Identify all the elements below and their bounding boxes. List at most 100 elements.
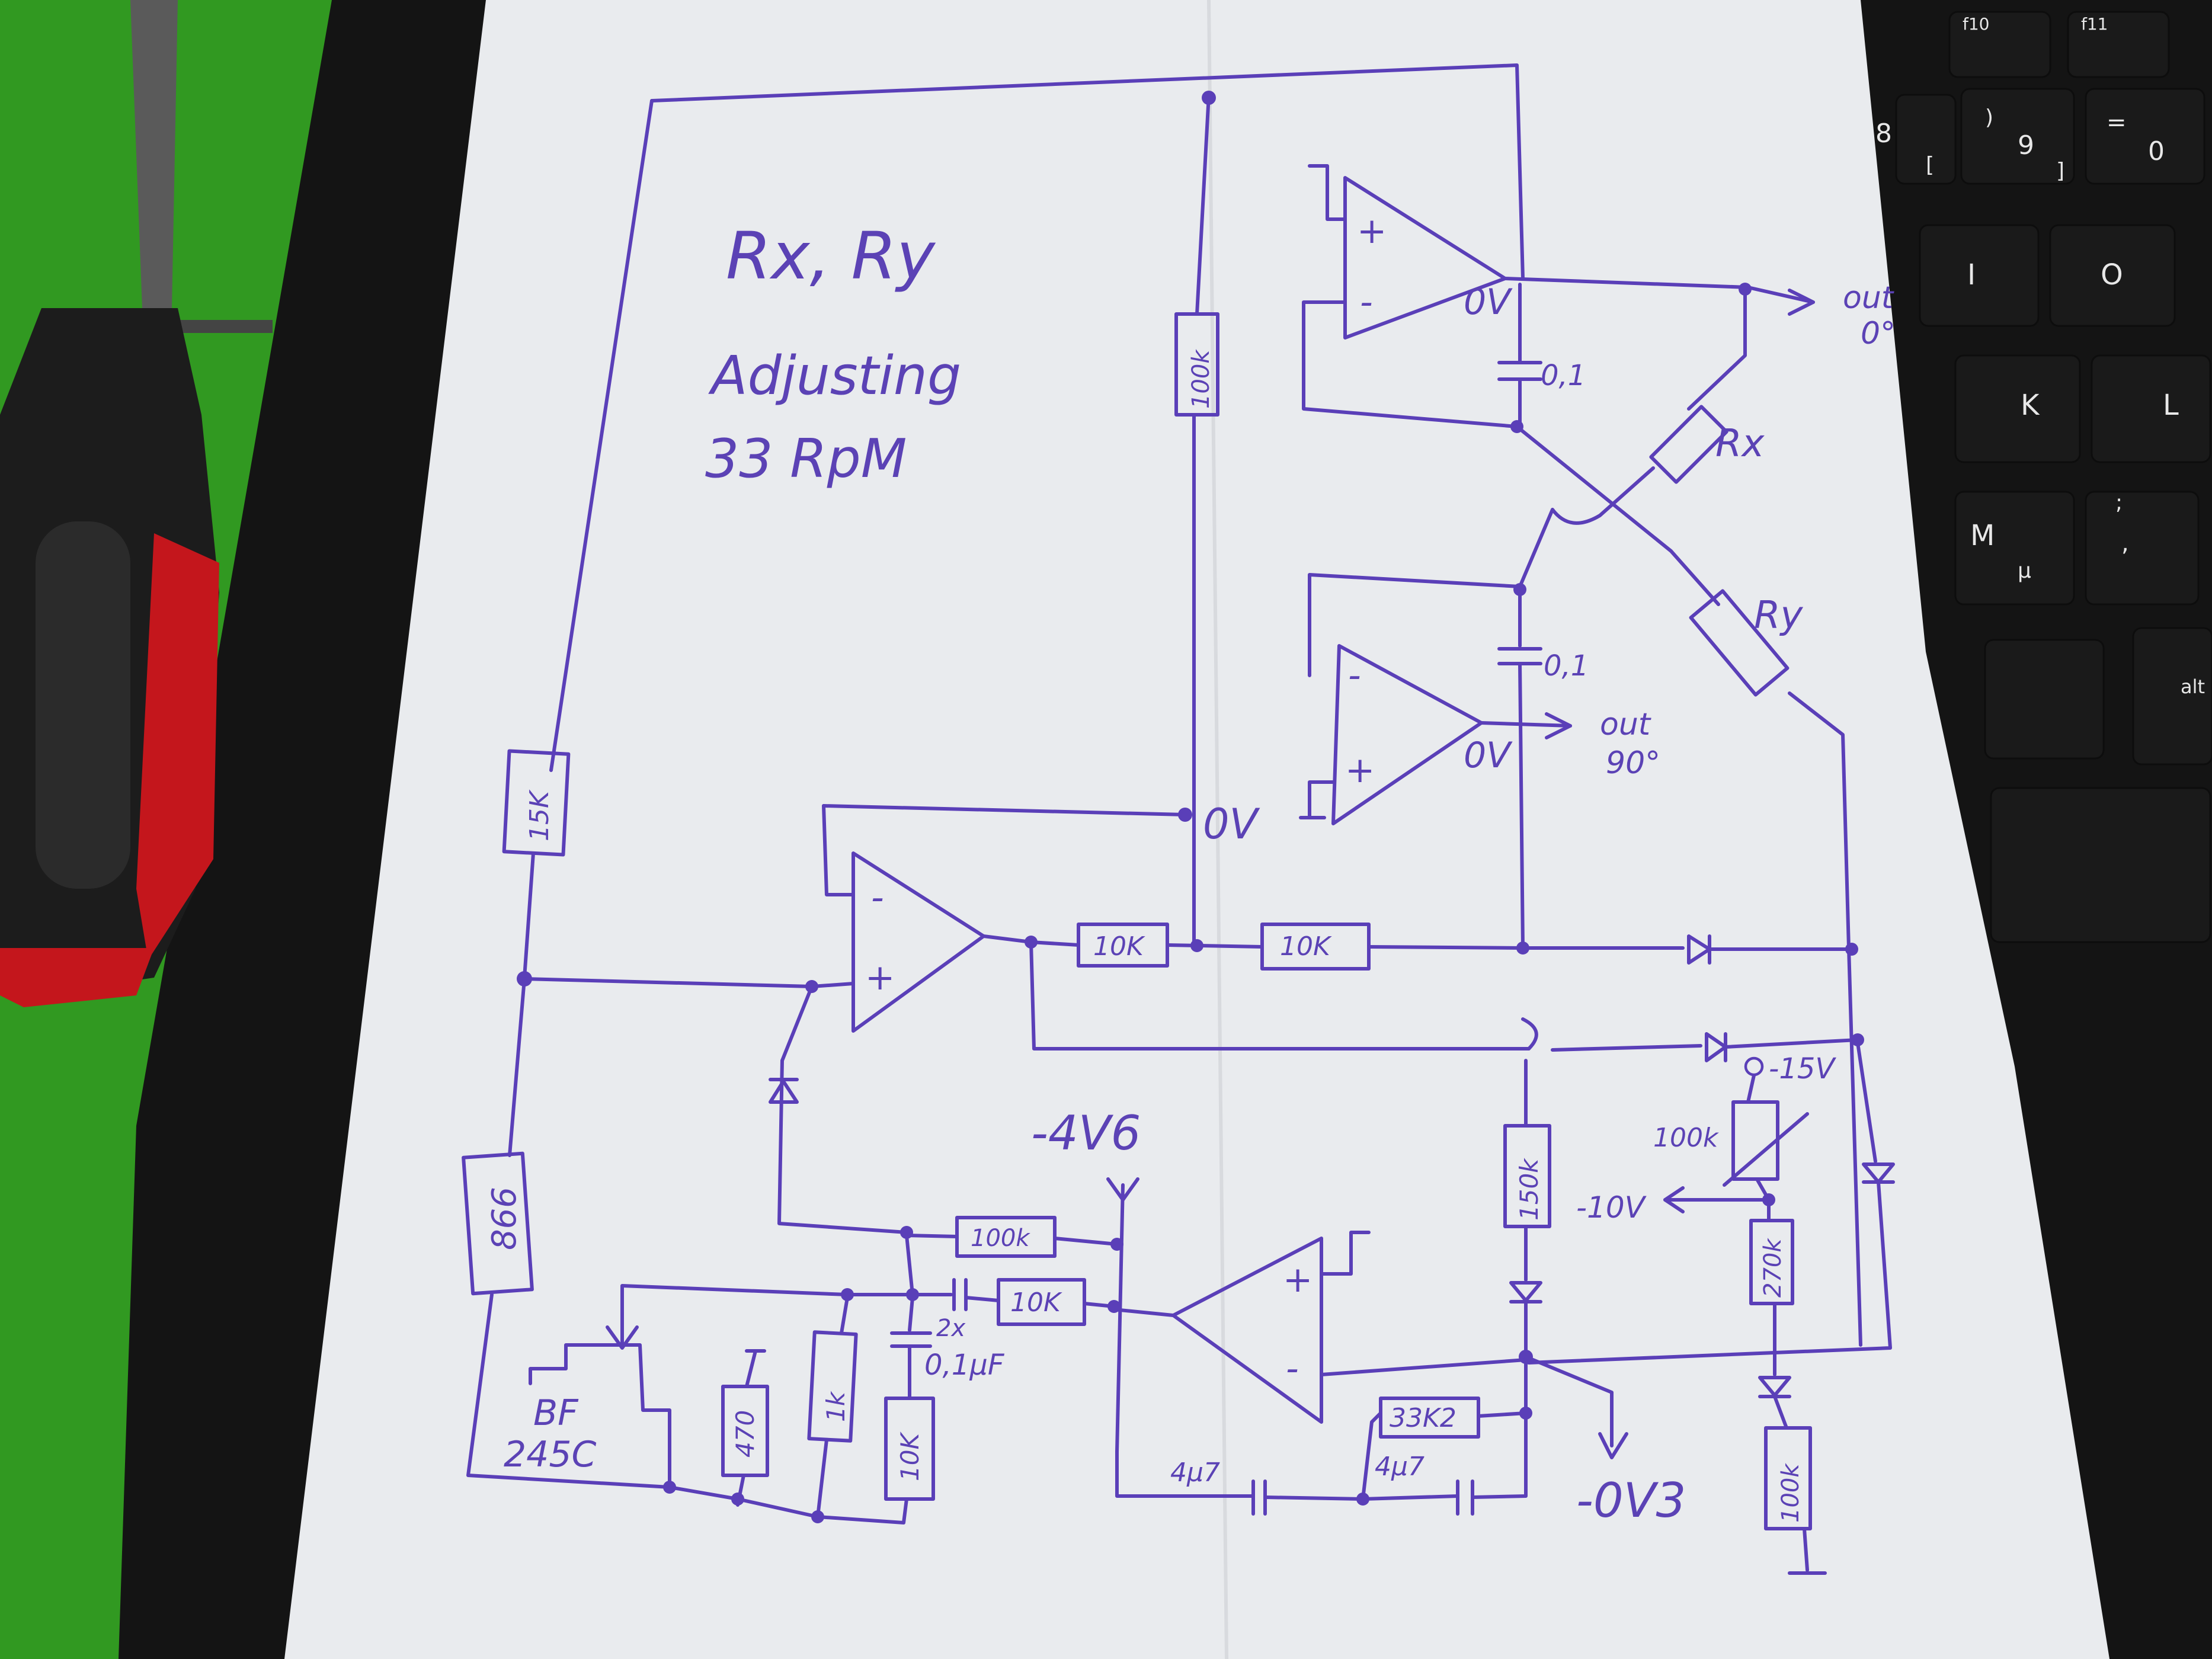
resistor-100k-top bbox=[1174, 312, 1219, 417]
node-10k-mid bbox=[1190, 939, 1203, 952]
label-fet-b: 245C bbox=[504, 1434, 597, 1475]
arrow-fet-gate bbox=[606, 1325, 639, 1350]
note-adjusting: Adjusting bbox=[708, 345, 961, 407]
wire-10k-d-down bbox=[816, 1497, 908, 1525]
node-right-3 bbox=[1851, 1033, 1864, 1046]
key-comma-label: , bbox=[2121, 530, 2129, 557]
pot-100k-label: 100k bbox=[1653, 1123, 1719, 1153]
note-33rpm: 33 RpM bbox=[705, 428, 907, 490]
wire-10k-mid bbox=[1166, 943, 1264, 949]
pot-wiper bbox=[1723, 1112, 1809, 1187]
opamp-top bbox=[1343, 176, 1507, 340]
resistor-866-label: 866 bbox=[485, 1187, 524, 1250]
key-M bbox=[1954, 491, 2075, 606]
arrow-neg10v bbox=[1663, 1186, 1685, 1213]
key-9-sub2: ] bbox=[2056, 159, 2064, 183]
resistor-10k-d-label: 10K bbox=[895, 1431, 924, 1481]
resistor-ry bbox=[1689, 589, 1790, 697]
node-pot bbox=[1762, 1193, 1775, 1206]
opamp-lower-minus: - bbox=[1286, 1348, 1299, 1389]
laptop-keyboard: f10 f11 8 9 ) [ 0 = ] I O K L M µ ; , al… bbox=[1875, 11, 2212, 943]
node-fet-bottom bbox=[663, 1481, 676, 1494]
wire-866-top bbox=[508, 977, 526, 1157]
key-dark-2 bbox=[1990, 787, 2211, 943]
key-K-label: K bbox=[2021, 389, 2040, 422]
diode-3 bbox=[1862, 1162, 1895, 1184]
opamp-central-minus: - bbox=[871, 877, 884, 918]
wire-to-diode-2 bbox=[1551, 1044, 1702, 1052]
label-15v: -15V bbox=[1769, 1052, 1836, 1085]
wire-coupling bbox=[620, 1284, 914, 1296]
wire-470-top bbox=[745, 1349, 757, 1388]
wire-right-bottom bbox=[1527, 1180, 1892, 1365]
opamp-top-minus: - bbox=[1360, 281, 1373, 323]
resistor-100k-top-label: 100k bbox=[1187, 349, 1215, 409]
key-M-sub: µ bbox=[2018, 559, 2031, 583]
key-L-label: L bbox=[2163, 389, 2179, 422]
key-alt bbox=[2132, 627, 2212, 766]
opamp-mid-minus: - bbox=[1348, 655, 1361, 696]
wire-opamp-mid-plus bbox=[1308, 780, 1335, 819]
key-M-label: M bbox=[1970, 519, 1995, 552]
wire-100k-mid-a bbox=[905, 1234, 959, 1238]
cap-pair-value: 0,1µF bbox=[924, 1349, 1005, 1382]
wire-rx-top bbox=[1687, 289, 1747, 411]
cap-top-label: 0,1 bbox=[1541, 359, 1586, 392]
key-alt-label: alt bbox=[2181, 675, 2205, 698]
wire-cap-pair-right bbox=[964, 1296, 1000, 1302]
resistor-15k-label: 15K bbox=[524, 789, 555, 841]
label-ry: Ry bbox=[1754, 594, 1803, 638]
resistor-10k-c-label: 10K bbox=[1010, 1288, 1062, 1318]
wire-rx-cross bbox=[1518, 466, 1655, 588]
wire-opamp-lower-minus bbox=[1320, 1358, 1528, 1376]
key-I bbox=[1919, 224, 2040, 327]
key-f11 bbox=[2067, 11, 2170, 78]
wire-mid-to-coupling bbox=[905, 1234, 914, 1296]
wire-100k-bot-down bbox=[1803, 1527, 1809, 1572]
key-0-label: 0 bbox=[2148, 136, 2165, 166]
wire-ry-top bbox=[1515, 425, 1720, 606]
diode-6 bbox=[769, 1080, 799, 1104]
paper-sheet bbox=[284, 0, 2109, 1659]
screwdriver-red-end bbox=[0, 948, 154, 1007]
wire-cap4u7-right bbox=[1471, 1408, 1528, 1499]
arrow-neg0v3 bbox=[1598, 1432, 1628, 1459]
key-0-sub: = bbox=[2107, 109, 2127, 136]
resistor-10k-d bbox=[884, 1397, 935, 1501]
wire-diode-left bbox=[777, 1059, 908, 1234]
fet-body bbox=[529, 1343, 671, 1489]
wire-top-rail bbox=[650, 63, 1525, 280]
screwdriver-shaft bbox=[130, 0, 178, 308]
wire-10k-c-out bbox=[1083, 1302, 1116, 1308]
wire-15k-down bbox=[523, 851, 535, 979]
screwdriver-red-grip bbox=[136, 533, 219, 960]
node-top bbox=[1202, 91, 1216, 105]
cap-mid-label: 0,1 bbox=[1544, 649, 1589, 683]
diode-1 bbox=[1687, 934, 1711, 965]
wire-33k2-left bbox=[1361, 1411, 1382, 1501]
wire-cap-mid-b bbox=[1518, 662, 1525, 950]
key-0 bbox=[2085, 88, 2205, 185]
opamp-lower bbox=[1171, 1237, 1323, 1424]
wire-1k-down bbox=[816, 1438, 828, 1519]
node-right-2 bbox=[1845, 943, 1858, 956]
wire-opamp-lower-plus bbox=[1320, 1231, 1371, 1276]
wire-ry-down bbox=[1788, 691, 1862, 1347]
schematic: Rx, Ry Adjusting 33 RpM 100k 0V + - 0V o… bbox=[462, 63, 1896, 1575]
arrow-out0 bbox=[1788, 289, 1815, 316]
wire-1k-top bbox=[840, 1296, 849, 1335]
node-right-1 bbox=[1516, 941, 1529, 955]
key-O-label: O bbox=[2101, 258, 2123, 292]
label-0v-2: 0V bbox=[1464, 735, 1513, 776]
wire-opamp-lower-in bbox=[1112, 1308, 1175, 1317]
cap-pair-count: 2x bbox=[936, 1315, 965, 1342]
key-comma bbox=[2085, 491, 2200, 606]
opamp-mid bbox=[1331, 644, 1483, 825]
wire-opamp-top-feedback bbox=[1302, 300, 1519, 428]
resistor-866 bbox=[462, 1151, 534, 1296]
resistor-470-label: 470 bbox=[731, 1410, 760, 1458]
resistor-100k-mid-label: 100k bbox=[971, 1225, 1030, 1252]
resistor-10k-b-label: 10K bbox=[1280, 931, 1332, 962]
opamp-lower-plus: + bbox=[1283, 1259, 1313, 1301]
